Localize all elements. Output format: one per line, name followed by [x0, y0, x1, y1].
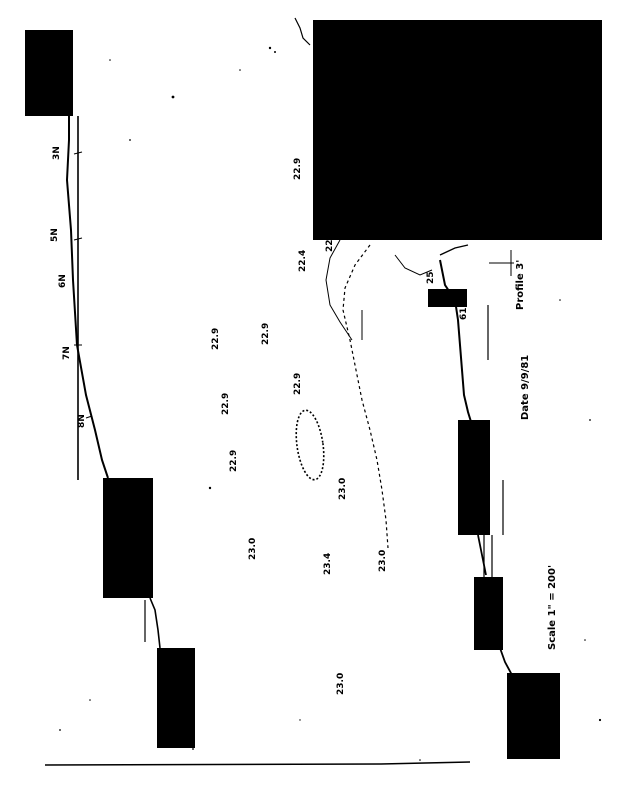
sounding-label: 23.0	[378, 550, 388, 572]
redaction-block	[507, 673, 560, 759]
station-label: 8N	[77, 414, 87, 428]
sounding-label: 22.9	[293, 373, 303, 395]
inlet-contour-3	[439, 244, 469, 256]
redactions	[25, 20, 602, 759]
sounding-label: 22.9	[261, 323, 271, 345]
right-shoreline-lower	[477, 534, 513, 676]
redaction-block	[25, 30, 73, 116]
soundings: 22.9 22.4 22.9 22.9 22.9 22.9 22.9 23.0 …	[211, 158, 388, 695]
sounding-label: 22.9	[221, 393, 231, 415]
sounding-label: 22.4	[298, 250, 308, 272]
top-shoreline-fragment	[294, 17, 311, 46]
mark-label: 61	[459, 307, 469, 320]
left-shoreline	[65, 116, 109, 479]
inlet-contour-2	[394, 254, 433, 276]
redaction-block	[313, 20, 602, 240]
station-label: 5N	[50, 228, 60, 242]
redaction-block	[103, 478, 153, 598]
profile-arrow	[489, 250, 514, 276]
mark-label: 22	[325, 239, 335, 252]
small-marks: 22 25 61	[325, 239, 469, 320]
station-label: 6N	[58, 274, 68, 288]
redaction-block	[157, 648, 195, 748]
station-ticks	[73, 151, 93, 419]
scan-noise	[59, 46, 602, 761]
station-label: 7N	[62, 346, 72, 360]
left-shoreline-lower	[149, 597, 161, 649]
sounding-label: 23.4	[323, 553, 333, 575]
sounding-label: 22.9	[211, 328, 221, 350]
date-annotation: Date 9/9/81	[520, 355, 531, 420]
redaction-block	[428, 289, 467, 307]
station-labels: 3N 5N 6N 7N 8N	[50, 146, 87, 428]
inlet-contour	[325, 239, 353, 341]
profile-annotation: Profile 3'	[515, 260, 526, 310]
sounding-label: 23.0	[336, 673, 346, 695]
sounding-label: 22.9	[229, 450, 239, 472]
redaction-block	[474, 577, 503, 650]
sounding-label: 23.0	[338, 478, 348, 500]
page-border-line	[44, 761, 471, 766]
station-label: 3N	[52, 146, 62, 160]
redaction-block	[458, 420, 490, 535]
mark-label: 25	[426, 271, 436, 284]
sounding-label: 22.9	[293, 158, 303, 180]
sounding-label: 23.0	[248, 538, 258, 560]
scale-annotation: Scale 1" = 200'	[547, 565, 558, 650]
